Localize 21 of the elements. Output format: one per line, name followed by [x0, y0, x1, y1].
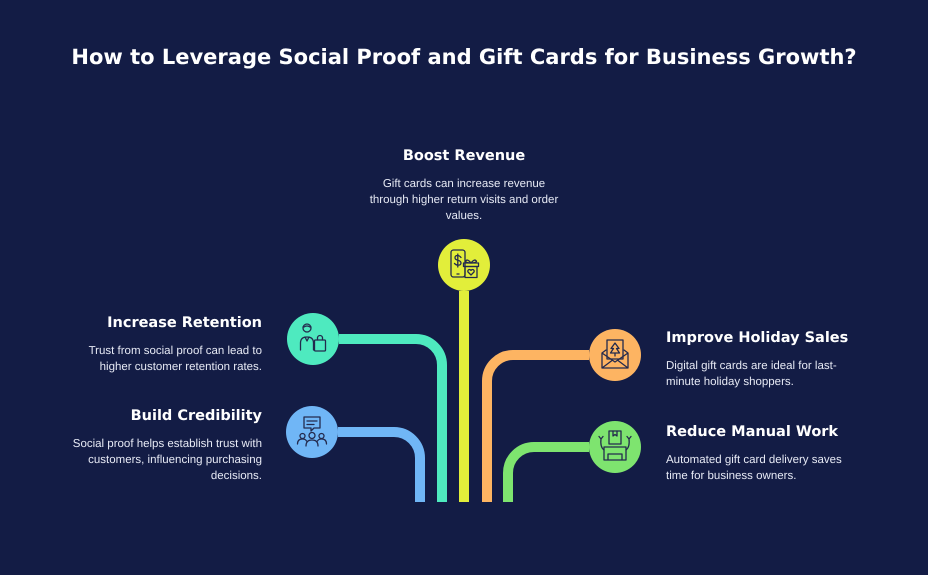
connector-line: [338, 427, 425, 502]
heading: Increase Retention: [107, 315, 262, 331]
heading: Reduce Manual Work: [666, 424, 838, 440]
envelope-icon: [589, 329, 641, 381]
description: Digital gift cards are ideal for last-minute holiday shoppers.: [666, 359, 838, 390]
connector-line: [482, 350, 589, 502]
title: How to Leverage Social Proof and Gift Cards for Business Growth?: [71, 45, 857, 69]
package-machine-icon: [589, 421, 641, 473]
description: Social proof helps establish trust with customers, influencing purchasing decisions.: [72, 437, 262, 484]
connector-line: [339, 334, 447, 502]
heading: Build Credibility: [130, 408, 262, 424]
description: Gift cards can increase revenue through higher return visits and order values.: [368, 177, 560, 224]
description: Automated gift card delivery saves time for business owners.: [666, 453, 843, 484]
shopper-icon: [287, 313, 339, 365]
connector-line: [459, 291, 469, 502]
connector-line: [503, 442, 589, 502]
heading: Improve Holiday Sales: [666, 330, 848, 346]
heading: Boost Revenue: [402, 148, 526, 164]
group-chat-icon: [286, 406, 338, 458]
phone-and-gift-icon: [438, 239, 490, 291]
description: Trust from social proof can lead to higher customer retention rates.: [88, 344, 262, 375]
